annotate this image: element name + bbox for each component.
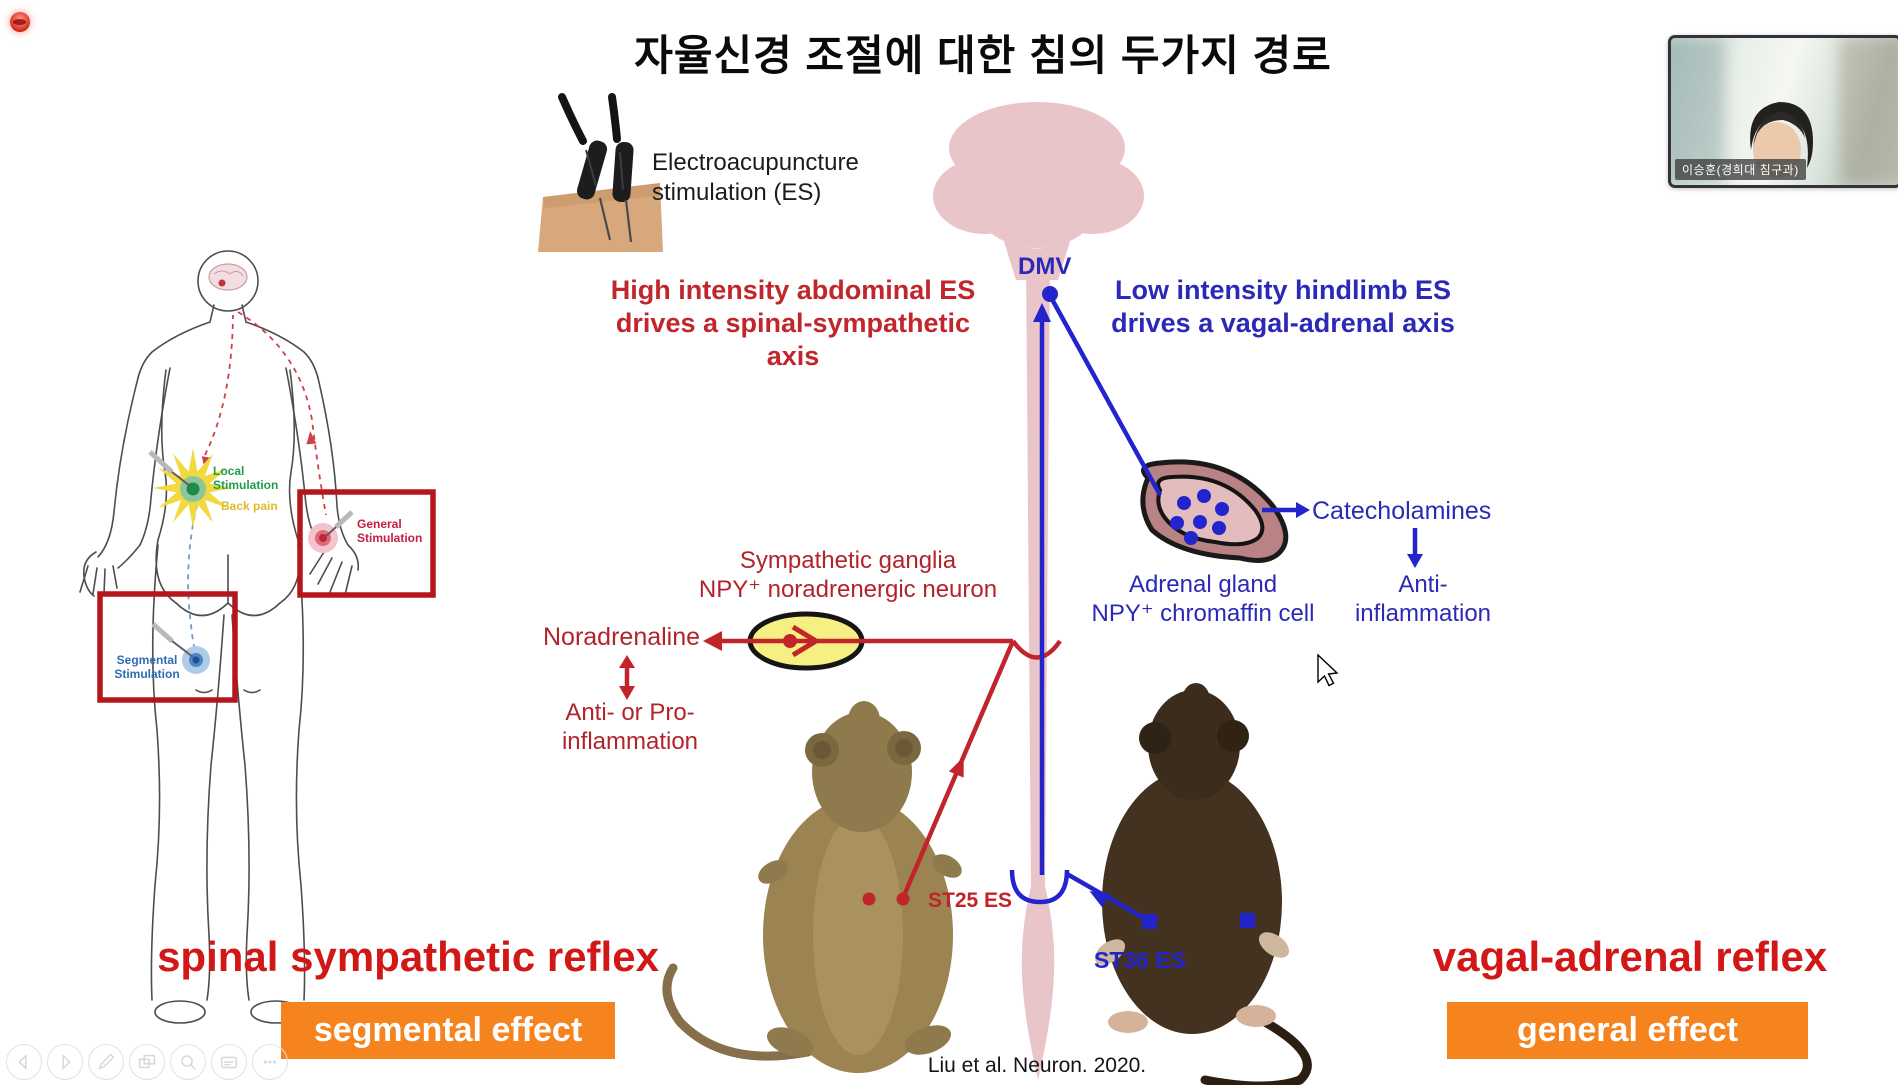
webcam-video[interactable]: 이승훈(경희대 침구과) (1668, 35, 1898, 188)
general-highlight-box (297, 489, 436, 598)
general-stimulation-label: General Stimulation (357, 517, 423, 546)
magnifier-icon (181, 1055, 196, 1070)
local-stimulation-label: Local Stimulation (213, 464, 279, 493)
presenter-toolbar (6, 1044, 288, 1080)
electroacupuncture-photo (538, 93, 663, 252)
record-indicator-icon[interactable] (10, 12, 30, 32)
st25-point (896, 892, 910, 906)
adrenal-gland-label: Adrenal gland NPY⁺ chromaffin cell (1091, 571, 1315, 628)
next-slide-button[interactable] (47, 1044, 83, 1080)
human-body-figure (79, 250, 360, 1024)
catecholamines-label: Catecholamines (1312, 497, 1492, 525)
segmental-stimulation-marker (151, 622, 210, 674)
pen-icon (98, 1053, 115, 1070)
more-options-button[interactable] (252, 1044, 288, 1080)
mouse-left (662, 701, 962, 1073)
adrenal-gland (1140, 459, 1289, 563)
spinal-sympathetic-pathway (619, 611, 1062, 906)
brain-spinal-cord (933, 102, 1144, 1080)
chromaffin-cell-dots (1170, 489, 1229, 545)
st25-label: ST25 ES (928, 889, 1013, 912)
st36-point (1240, 913, 1255, 928)
dmv-label: DMV (1018, 253, 1072, 280)
screen-icon (220, 1056, 238, 1069)
dmv-nucleus (1042, 286, 1058, 302)
chevron-left-icon (18, 1053, 27, 1071)
segmental-highlight-box (97, 591, 238, 703)
slide-title: 자율신경 조절에 대한 침의 두가지 경로 (634, 32, 1332, 79)
st25-point (862, 892, 876, 906)
general-stimulation-marker (308, 510, 354, 553)
slide-overview-button[interactable] (129, 1044, 165, 1080)
zoom-tool-button[interactable] (170, 1044, 206, 1080)
vagal-adrenal-pathway (1009, 286, 1423, 929)
st36-label: ST36 ES (1094, 947, 1187, 973)
spinal-sympathetic-reflex-label: spinal sympathetic reflex (157, 933, 659, 980)
ellipsis-icon (263, 1060, 277, 1064)
back-pain-starburst (148, 448, 233, 528)
st36-point (1142, 914, 1157, 929)
mouse-cursor (1317, 653, 1339, 687)
red-axis-heading: High intensity abdominal ES drives a spi… (610, 275, 976, 371)
slides-icon (138, 1054, 156, 1069)
segmental-stimulation-label: Segmental Stimulation (114, 653, 180, 682)
pen-tool-button[interactable] (88, 1044, 124, 1080)
vagal-adrenal-reflex-label: vagal-adrenal reflex (1432, 933, 1828, 980)
noradrenaline-label: Noradrenaline (543, 623, 701, 651)
webcam-background (1839, 38, 1898, 185)
back-pain-label: Back pain (221, 499, 278, 513)
participant-name-label: 이승훈(경희대 침구과) (1675, 159, 1806, 180)
mouse-right (1094, 683, 1312, 1085)
screen-tool-button[interactable] (211, 1044, 247, 1080)
segmental-effect-badge: segmental effect (281, 1002, 615, 1059)
anti-or-pro-inflammation-label: Anti- or Pro- inflammation (561, 699, 699, 756)
citation: Liu et al. Neuron. 2020. (927, 1054, 1147, 1077)
chevron-right-icon (62, 1053, 71, 1071)
anti-inflammation-label: Anti- inflammation (1354, 571, 1492, 628)
previous-slide-button[interactable] (6, 1044, 42, 1080)
general-effect-badge: general effect (1447, 1002, 1808, 1059)
ea-caption: Electroacupuncture stimulation (ES) (652, 149, 859, 206)
blue-axis-heading: Low intensity hindlimb ES drives a vagal… (1111, 275, 1455, 338)
sympathetic-ganglia-label: Sympathetic ganglia NPY⁺ noradrenergic n… (698, 547, 998, 604)
brain-sketch (208, 263, 248, 291)
